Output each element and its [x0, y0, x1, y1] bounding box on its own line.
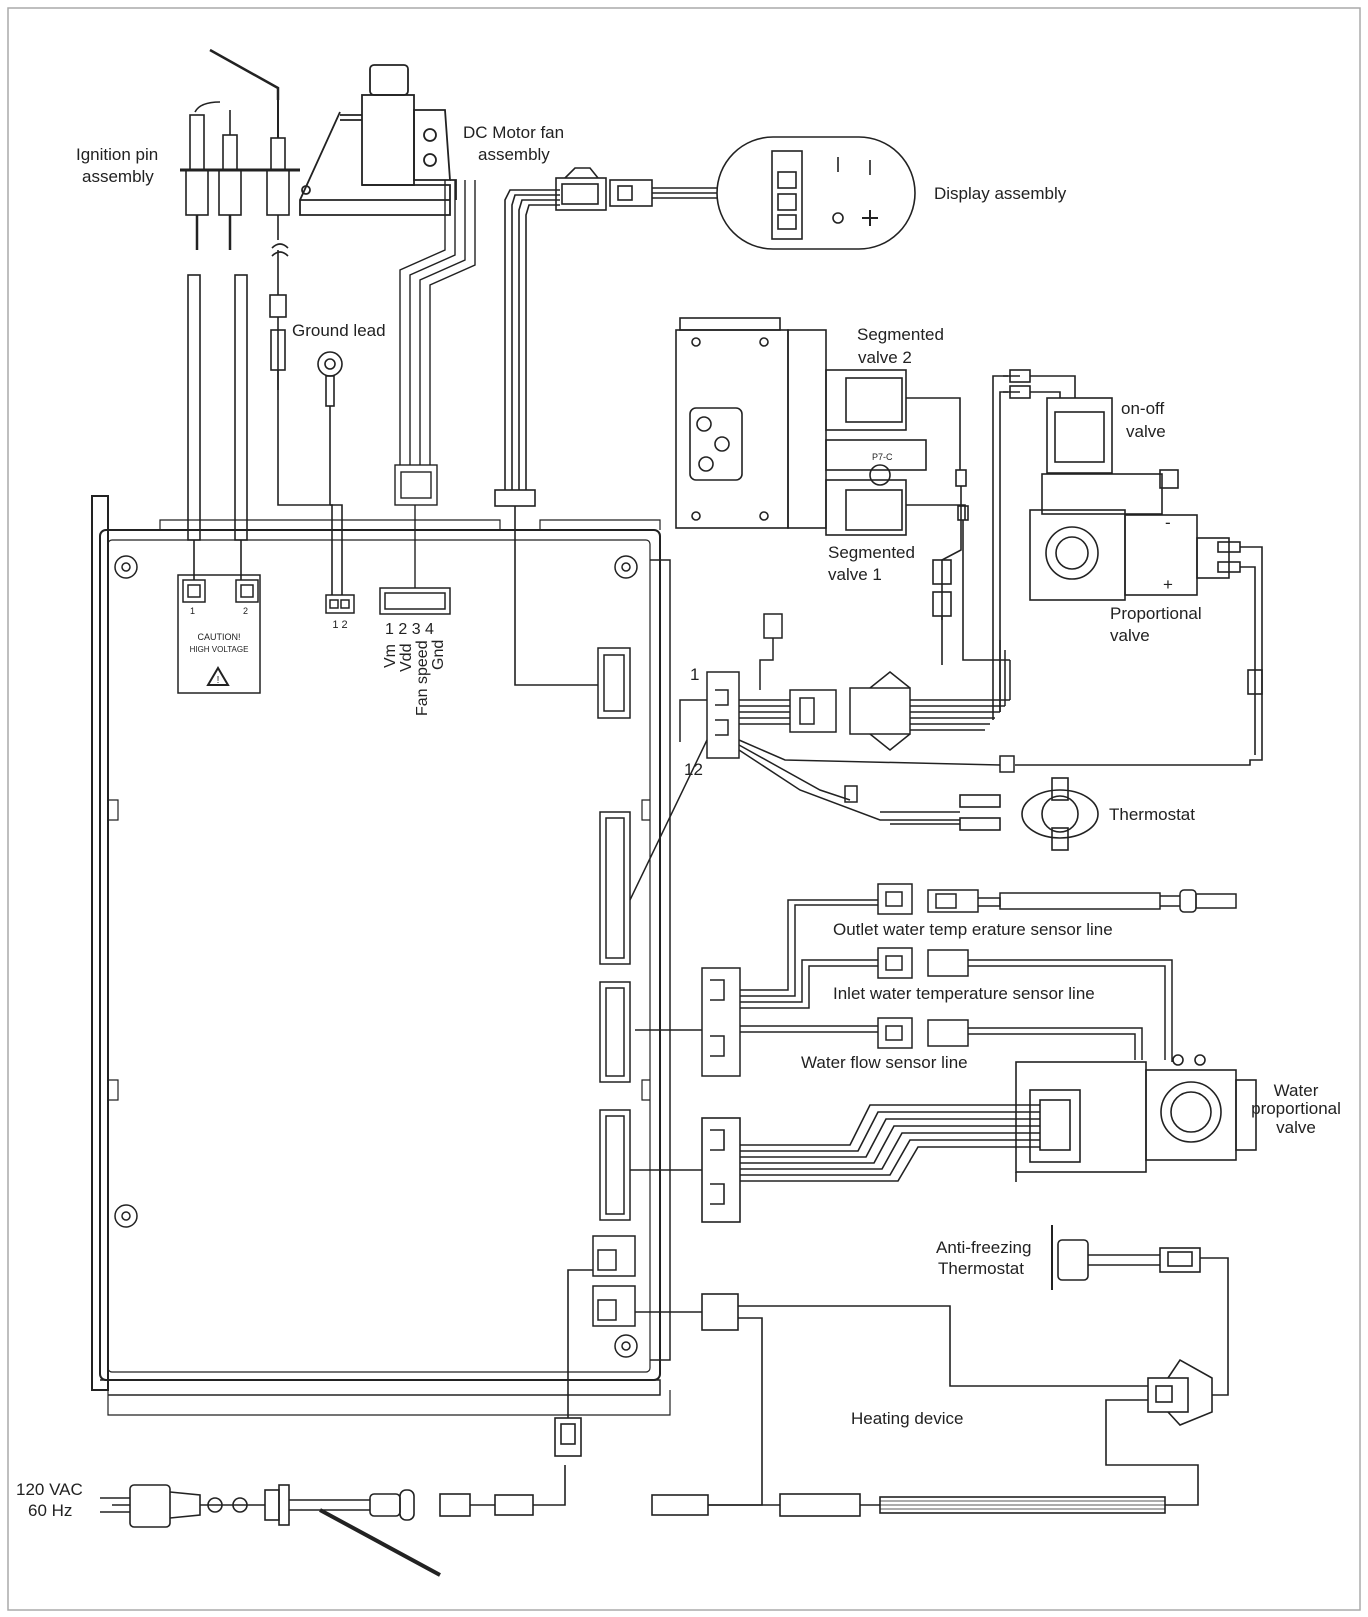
caution-text: CAUTION! — [197, 632, 240, 642]
seg1-label-1: Segmented — [828, 543, 915, 562]
display-label: Display assembly — [934, 184, 1067, 203]
fan-pin-numbers: 1 2 3 4 — [385, 621, 434, 638]
anti-freezing-thermostat — [1051, 1225, 1229, 1396]
ignition-pin-assembly — [180, 48, 333, 595]
high-voltage-terminal — [177, 574, 261, 694]
control-board — [91, 495, 671, 1416]
water-prop-label-1: Water — [1274, 1081, 1319, 1100]
hv-pin-1: 1 — [190, 606, 195, 616]
seg2-label-1: Segmented — [857, 325, 944, 344]
main-harness — [629, 613, 1015, 901]
outer-frame — [7, 7, 1361, 1611]
water-prop-label-3: valve — [1276, 1118, 1316, 1137]
fan-pin-fan-speed: Fan speed — [414, 640, 431, 716]
ground-connector — [325, 594, 355, 614]
valve-minus: - — [1165, 513, 1171, 532]
fan-cable — [394, 180, 476, 588]
thermostat-label: Thermostat — [1109, 805, 1195, 824]
ground-lead-label: Ground lead — [292, 321, 386, 340]
power-cord — [100, 1269, 593, 1577]
valve-plus: + — [1163, 575, 1173, 594]
segmented-gas-valve: P7-C — [675, 317, 1010, 665]
heating-device — [635, 1293, 1213, 1517]
water-proportional-valve — [630, 1054, 1257, 1223]
heating-device-label: Heating device — [851, 1409, 963, 1428]
outlet-sensor-label: Outlet water temp erature sensor line — [833, 920, 1113, 939]
ground-pin-numbers: 1 2 — [332, 619, 347, 631]
fan-board-connector — [379, 587, 451, 615]
inlet-sensor-label: Inlet water temperature sensor line — [833, 984, 1095, 1003]
onoff-label-1: on-off — [1121, 399, 1164, 418]
on-off-proportional-valve — [992, 369, 1263, 766]
warning-triangle-icon: ! — [217, 675, 220, 686]
ground-lead — [317, 351, 343, 595]
dc-motor-fan — [299, 64, 457, 216]
seg2-label-2: valve 2 — [858, 348, 912, 367]
flow-sensor-label: Water flow sensor line — [801, 1053, 968, 1072]
display-assembly — [494, 136, 916, 686]
prop-label-1: Proportional — [1110, 604, 1202, 623]
fan-label-2: assembly — [478, 145, 550, 164]
onoff-label-2: valve — [1126, 422, 1166, 441]
high-voltage-text: HIGH VOLTAGE — [190, 645, 249, 654]
water-prop-label-2: proportional — [1251, 1099, 1341, 1118]
power-label-1: 120 VAC — [16, 1480, 83, 1499]
power-label-2: 60 Hz — [28, 1501, 72, 1520]
antifreeze-label-1: Anti-freezing — [936, 1238, 1031, 1257]
fan-pin-vdd: Vdd — [398, 644, 415, 672]
thermostat — [880, 777, 1099, 851]
fan-label-1: DC Motor fan — [463, 123, 564, 142]
fan-pin-vm: Vm — [382, 644, 399, 668]
screw-hole-icon — [114, 555, 638, 1358]
ignition-label-2: assembly — [82, 167, 154, 186]
harness-pin-1: 1 — [690, 665, 699, 684]
hv-pin-2: 2 — [243, 606, 248, 616]
prop-label-2: valve — [1110, 626, 1150, 645]
ignition-label-1: Ignition pin — [76, 145, 158, 164]
antifreeze-label-2: Thermostat — [938, 1259, 1024, 1278]
board-connectors-right — [592, 647, 636, 1327]
seg1-label-2: valve 1 — [828, 565, 882, 584]
harness-pin-12: 12 — [684, 760, 703, 779]
svg-text:P7-C: P7-C — [872, 452, 893, 462]
fan-pin-gnd: Gnd — [430, 640, 447, 670]
water-sensor-harness — [635, 883, 1237, 1077]
